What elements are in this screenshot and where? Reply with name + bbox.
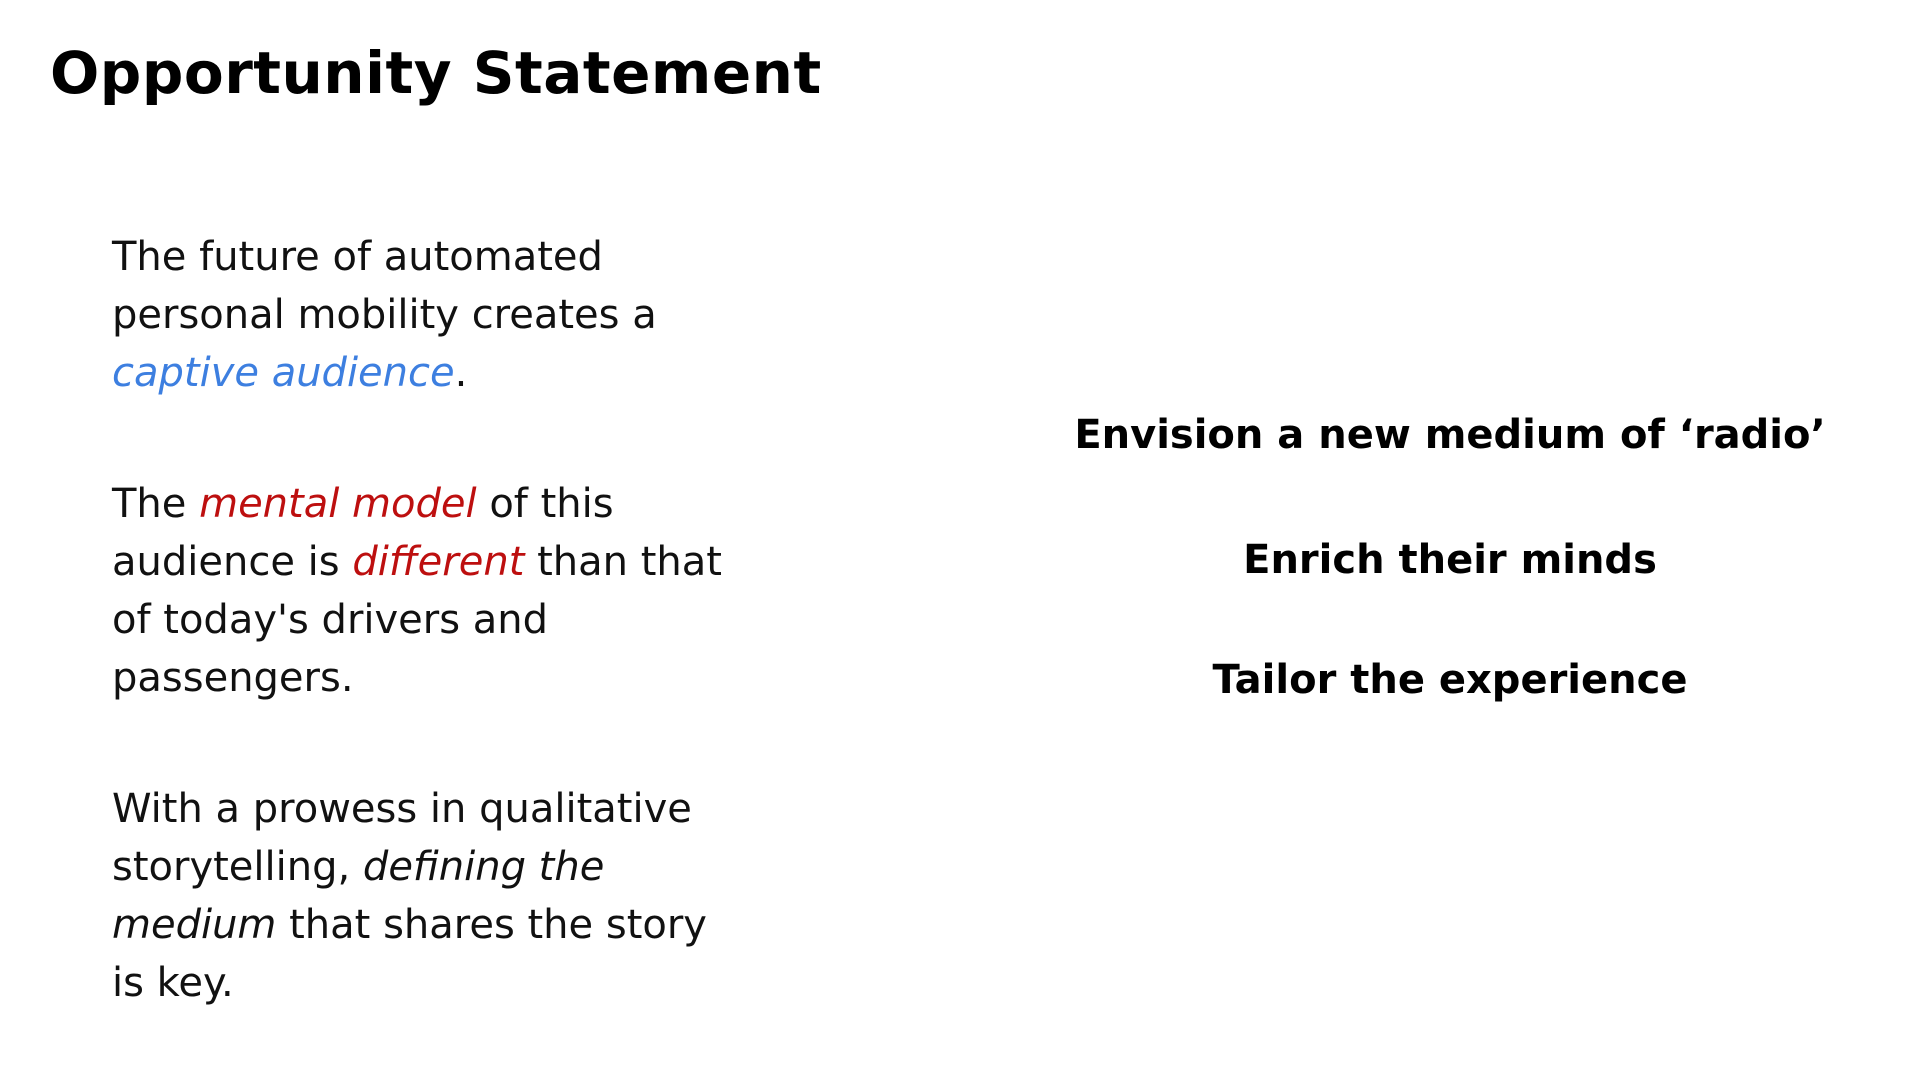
emphasis-mental-model: mental model bbox=[199, 481, 477, 527]
headline-envision-radio: Envision a new medium of ‘radio’ bbox=[1074, 412, 1826, 458]
emphasis-defining-the: defining the bbox=[362, 844, 605, 890]
text-fragment: of this bbox=[476, 481, 614, 527]
paragraph-captive-audience: The future of automated personal mobilit… bbox=[112, 228, 657, 402]
text-line: personal mobility creates a bbox=[112, 292, 657, 338]
text-line: is key. bbox=[112, 960, 234, 1006]
headline-enrich-minds: Enrich their minds bbox=[1243, 537, 1657, 583]
emphasis-captive-audience: captive audience bbox=[112, 350, 455, 396]
text-fragment: that shares the story bbox=[276, 902, 707, 948]
paragraph-mental-model: The mental model of this audience is dif… bbox=[112, 475, 722, 707]
emphasis-different: different bbox=[352, 539, 525, 585]
right-column: Envision a new medium of ‘radio’ Enrich … bbox=[1010, 0, 1890, 1080]
slide-title: Opportunity Statement bbox=[50, 39, 822, 107]
text-fragment: storytelling, bbox=[112, 844, 363, 890]
text-fragment: than that bbox=[524, 539, 722, 585]
text-line: passengers. bbox=[112, 655, 354, 701]
text-fragment: audience is bbox=[112, 539, 353, 585]
emphasis-medium: medium bbox=[112, 902, 277, 948]
text-line: of today's drivers and bbox=[112, 597, 549, 643]
text-fragment: The bbox=[112, 481, 200, 527]
text-line: With a prowess in qualitative bbox=[112, 786, 692, 832]
text-line: The future of automated bbox=[112, 234, 603, 280]
paragraph-storytelling: With a prowess in qualitative storytelli… bbox=[112, 780, 707, 1012]
text-line: . bbox=[454, 350, 468, 396]
headline-tailor-experience: Tailor the experience bbox=[1212, 657, 1688, 703]
